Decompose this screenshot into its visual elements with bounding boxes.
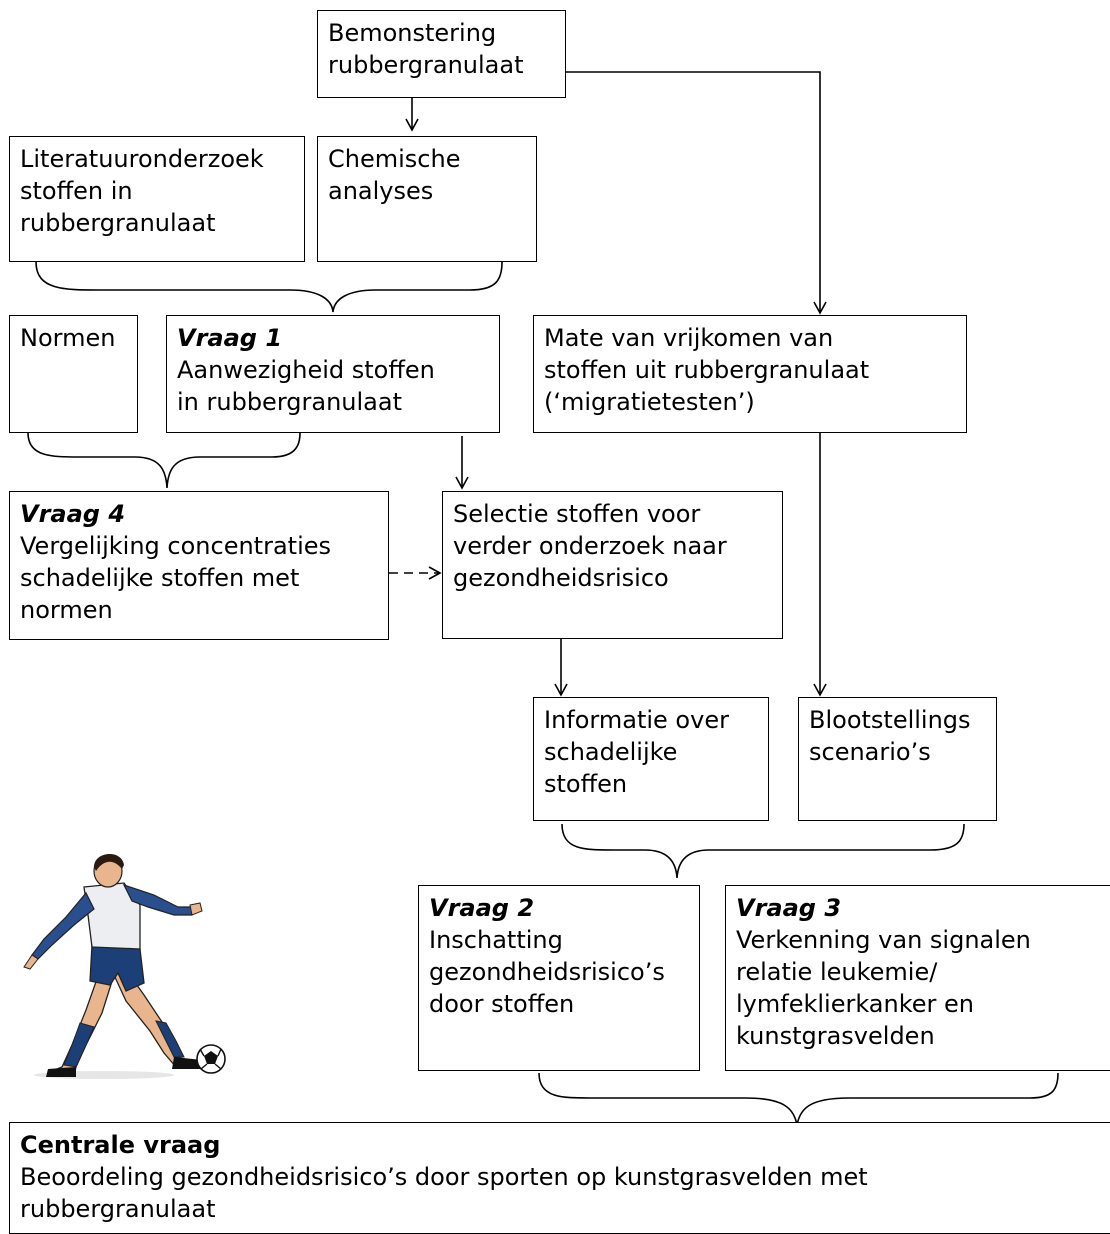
box-vraag-4: Vraag 4 Vergelijking concentraties schad… [9, 491, 389, 640]
box-informatie-schadelijke-stoffen: Informatie over schadelijke stoffen [533, 697, 769, 821]
vraag-4-heading: Vraag 4 [20, 500, 126, 528]
vraag-1-heading: Vraag 1 [177, 324, 283, 352]
brace-vraag2-vraag3 [538, 1072, 1059, 1126]
centrale-vraag-heading: Centrale vraag [20, 1131, 221, 1159]
box-vraag-3: Vraag 3 Verkenning van signalen relatie … [725, 885, 1110, 1071]
box-centrale-vraag: Centrale vraag Beoordeling gezondheidsri… [9, 1122, 1110, 1234]
centrale-vraag-text: Beoordeling gezondheidsrisico’s door spo… [20, 1163, 868, 1223]
box-selectie-stoffen: Selectie stoffen voor verder onderzoek n… [442, 491, 783, 639]
box-chemische-analyses: Chemische analyses [317, 136, 537, 262]
vraag-1-text: Aanwezigheid stoffen in rubbergranulaat [177, 356, 435, 416]
soccer-player-illustration [23, 853, 226, 1079]
box-chemische-analyses-text: Chemische analyses [328, 145, 461, 205]
box-selectie-stoffen-text: Selectie stoffen voor verder onderzoek n… [453, 500, 727, 592]
box-bemonstering-text: Bemonstering rubbergranulaat [328, 19, 524, 79]
brace-normen-vraag1 [27, 432, 301, 489]
box-normen-text: Normen [20, 324, 116, 352]
box-mate-van-vrijkomen: Mate van vrijkomen van stoffen uit rubbe… [533, 315, 967, 433]
box-mate-van-vrijkomen-text: Mate van vrijkomen van stoffen uit rubbe… [544, 324, 870, 416]
box-blootstellingsscenarios-text: Blootstellings scenario’s [809, 706, 971, 766]
arrow-bemonstering-to-mate [566, 71, 827, 315]
box-literatuuronderzoek: Literatuuronderzoek stoffen in rubbergra… [9, 136, 305, 262]
box-vraag-2: Vraag 2 Inschatting gezondheidsrisico’s … [418, 885, 700, 1071]
brace-literatuur-chemische [35, 261, 503, 313]
box-literatuuronderzoek-text: Literatuuronderzoek stoffen in rubbergra… [20, 145, 264, 237]
vraag-3-heading: Vraag 3 [736, 894, 842, 922]
box-vraag-1: Vraag 1 Aanwezigheid stoffen in rubbergr… [166, 315, 500, 433]
box-informatie-text: Informatie over schadelijke stoffen [544, 706, 729, 798]
vraag-4-text: Vergelijking concentraties schadelijke s… [20, 532, 332, 624]
vraag-2-heading: Vraag 2 [429, 894, 535, 922]
vraag-2-text: Inschatting gezondheidsrisico’s door sto… [429, 926, 665, 1018]
box-normen: Normen [9, 315, 138, 433]
box-bemonstering: Bemonstering rubbergranulaat [317, 10, 566, 98]
vraag-3-text: Verkenning van signalen relatie leukemie… [736, 926, 1031, 1050]
brace-informatie-blootstellings [561, 823, 965, 879]
box-blootstellingsscenarios: Blootstellings scenario’s [798, 697, 997, 821]
